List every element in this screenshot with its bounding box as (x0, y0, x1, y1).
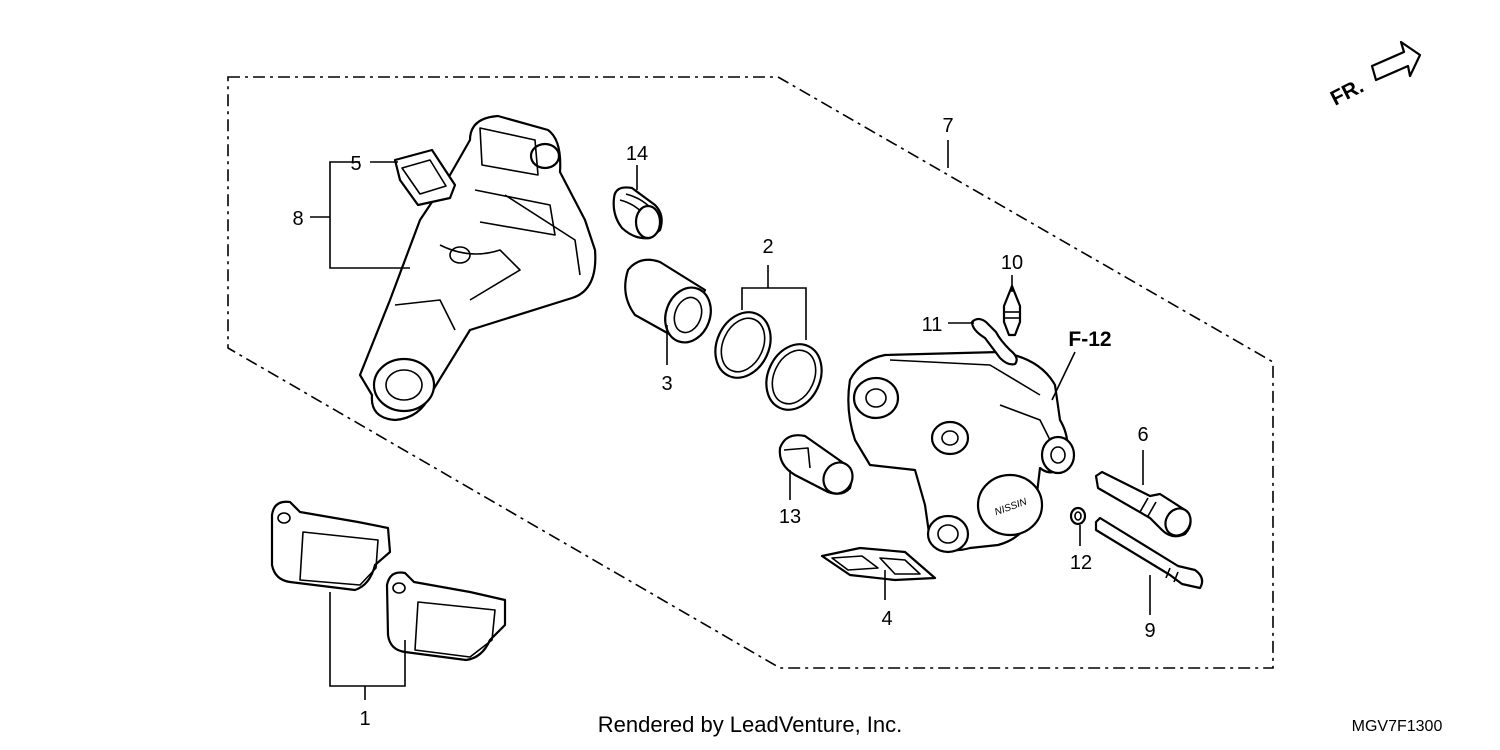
callout-2: 2 (762, 236, 773, 258)
callout-1: 1 (359, 708, 370, 730)
credit-text: Rendered by LeadVenture, Inc. (598, 712, 903, 737)
callout-3: 3 (661, 373, 672, 395)
washer[interactable] (1069, 506, 1087, 526)
front-arrow-icon: FR. (1327, 40, 1422, 111)
pin-bolt[interactable] (778, 434, 858, 499)
callout-12: 12 (1070, 552, 1092, 574)
leader-lines (310, 140, 1151, 700)
callout-6: 6 (1137, 424, 1148, 446)
pad-pin[interactable] (1094, 516, 1204, 590)
caliper-body[interactable]: NISSIN (847, 350, 1076, 554)
callout-9: 9 (1144, 620, 1155, 642)
reference-label: F-12 (1068, 328, 1111, 351)
brake-pad-set[interactable] (270, 500, 507, 662)
piston[interactable] (624, 258, 718, 349)
callout-13: 13 (779, 506, 801, 528)
callout-labels: 1 2 3 4 5 6 7 8 9 10 11 12 13 14 F-12 (292, 115, 1155, 730)
pad-spring[interactable] (393, 148, 457, 207)
callout-11: 11 (922, 314, 943, 336)
bleeder-cap[interactable] (970, 317, 1018, 366)
callout-5: 5 (350, 153, 361, 175)
caliper-bracket[interactable] (358, 114, 597, 422)
callout-4: 4 (881, 608, 892, 630)
assembly-boundary (227, 76, 1274, 669)
callout-8: 8 (292, 208, 303, 230)
callout-7: 7 (942, 115, 953, 137)
slide-pin[interactable] (1094, 470, 1195, 540)
pad-spring-plate[interactable] (820, 546, 937, 582)
diagram-code: MGV7F1300 (1352, 718, 1443, 735)
bleeder-valve[interactable] (1002, 284, 1022, 337)
callout-14: 14 (626, 143, 648, 165)
direction-label: FR. (1327, 75, 1368, 111)
callout-10: 10 (1001, 252, 1023, 274)
piston-seals[interactable] (705, 303, 832, 419)
piston-boot[interactable] (612, 186, 663, 240)
